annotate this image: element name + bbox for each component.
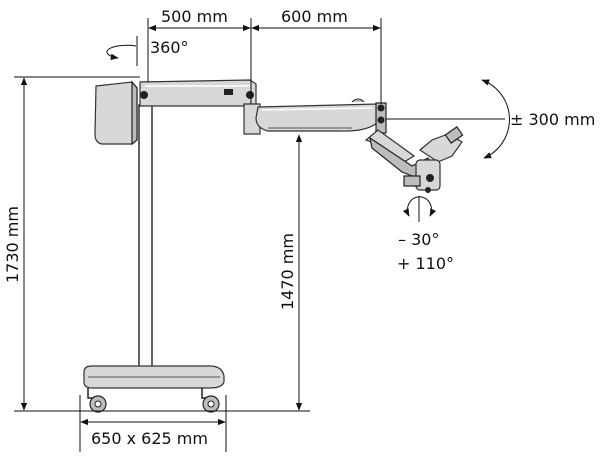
label-tilt-300mm: ± 300 mm (510, 110, 595, 129)
label-360deg: 360° (150, 38, 189, 57)
label-1470mm: 1470 mm (278, 233, 297, 310)
inner-arm (139, 79, 257, 107)
caster-right (201, 388, 220, 413)
label-plus-110deg: + 110° (397, 254, 454, 273)
label-base-size: 650 x 625 mm (91, 429, 208, 448)
rotation-arrow-30-110 (402, 196, 437, 222)
caster-left (87, 388, 107, 413)
label-500mm: 500 mm (161, 7, 228, 26)
rotation-arrow-360 (106, 36, 138, 66)
microscope-head (364, 102, 464, 193)
label-600mm: 600 mm (281, 7, 348, 26)
label-1730mm: 1730 mm (3, 206, 22, 283)
arm-joint (243, 103, 261, 135)
control-box (94, 81, 138, 145)
dimension-lines (14, 18, 505, 452)
label-minus-30deg: – 30° (398, 230, 439, 249)
stand-illustration (83, 79, 464, 413)
stand-column (138, 104, 153, 368)
tilt-arc-arrow (481, 79, 510, 159)
